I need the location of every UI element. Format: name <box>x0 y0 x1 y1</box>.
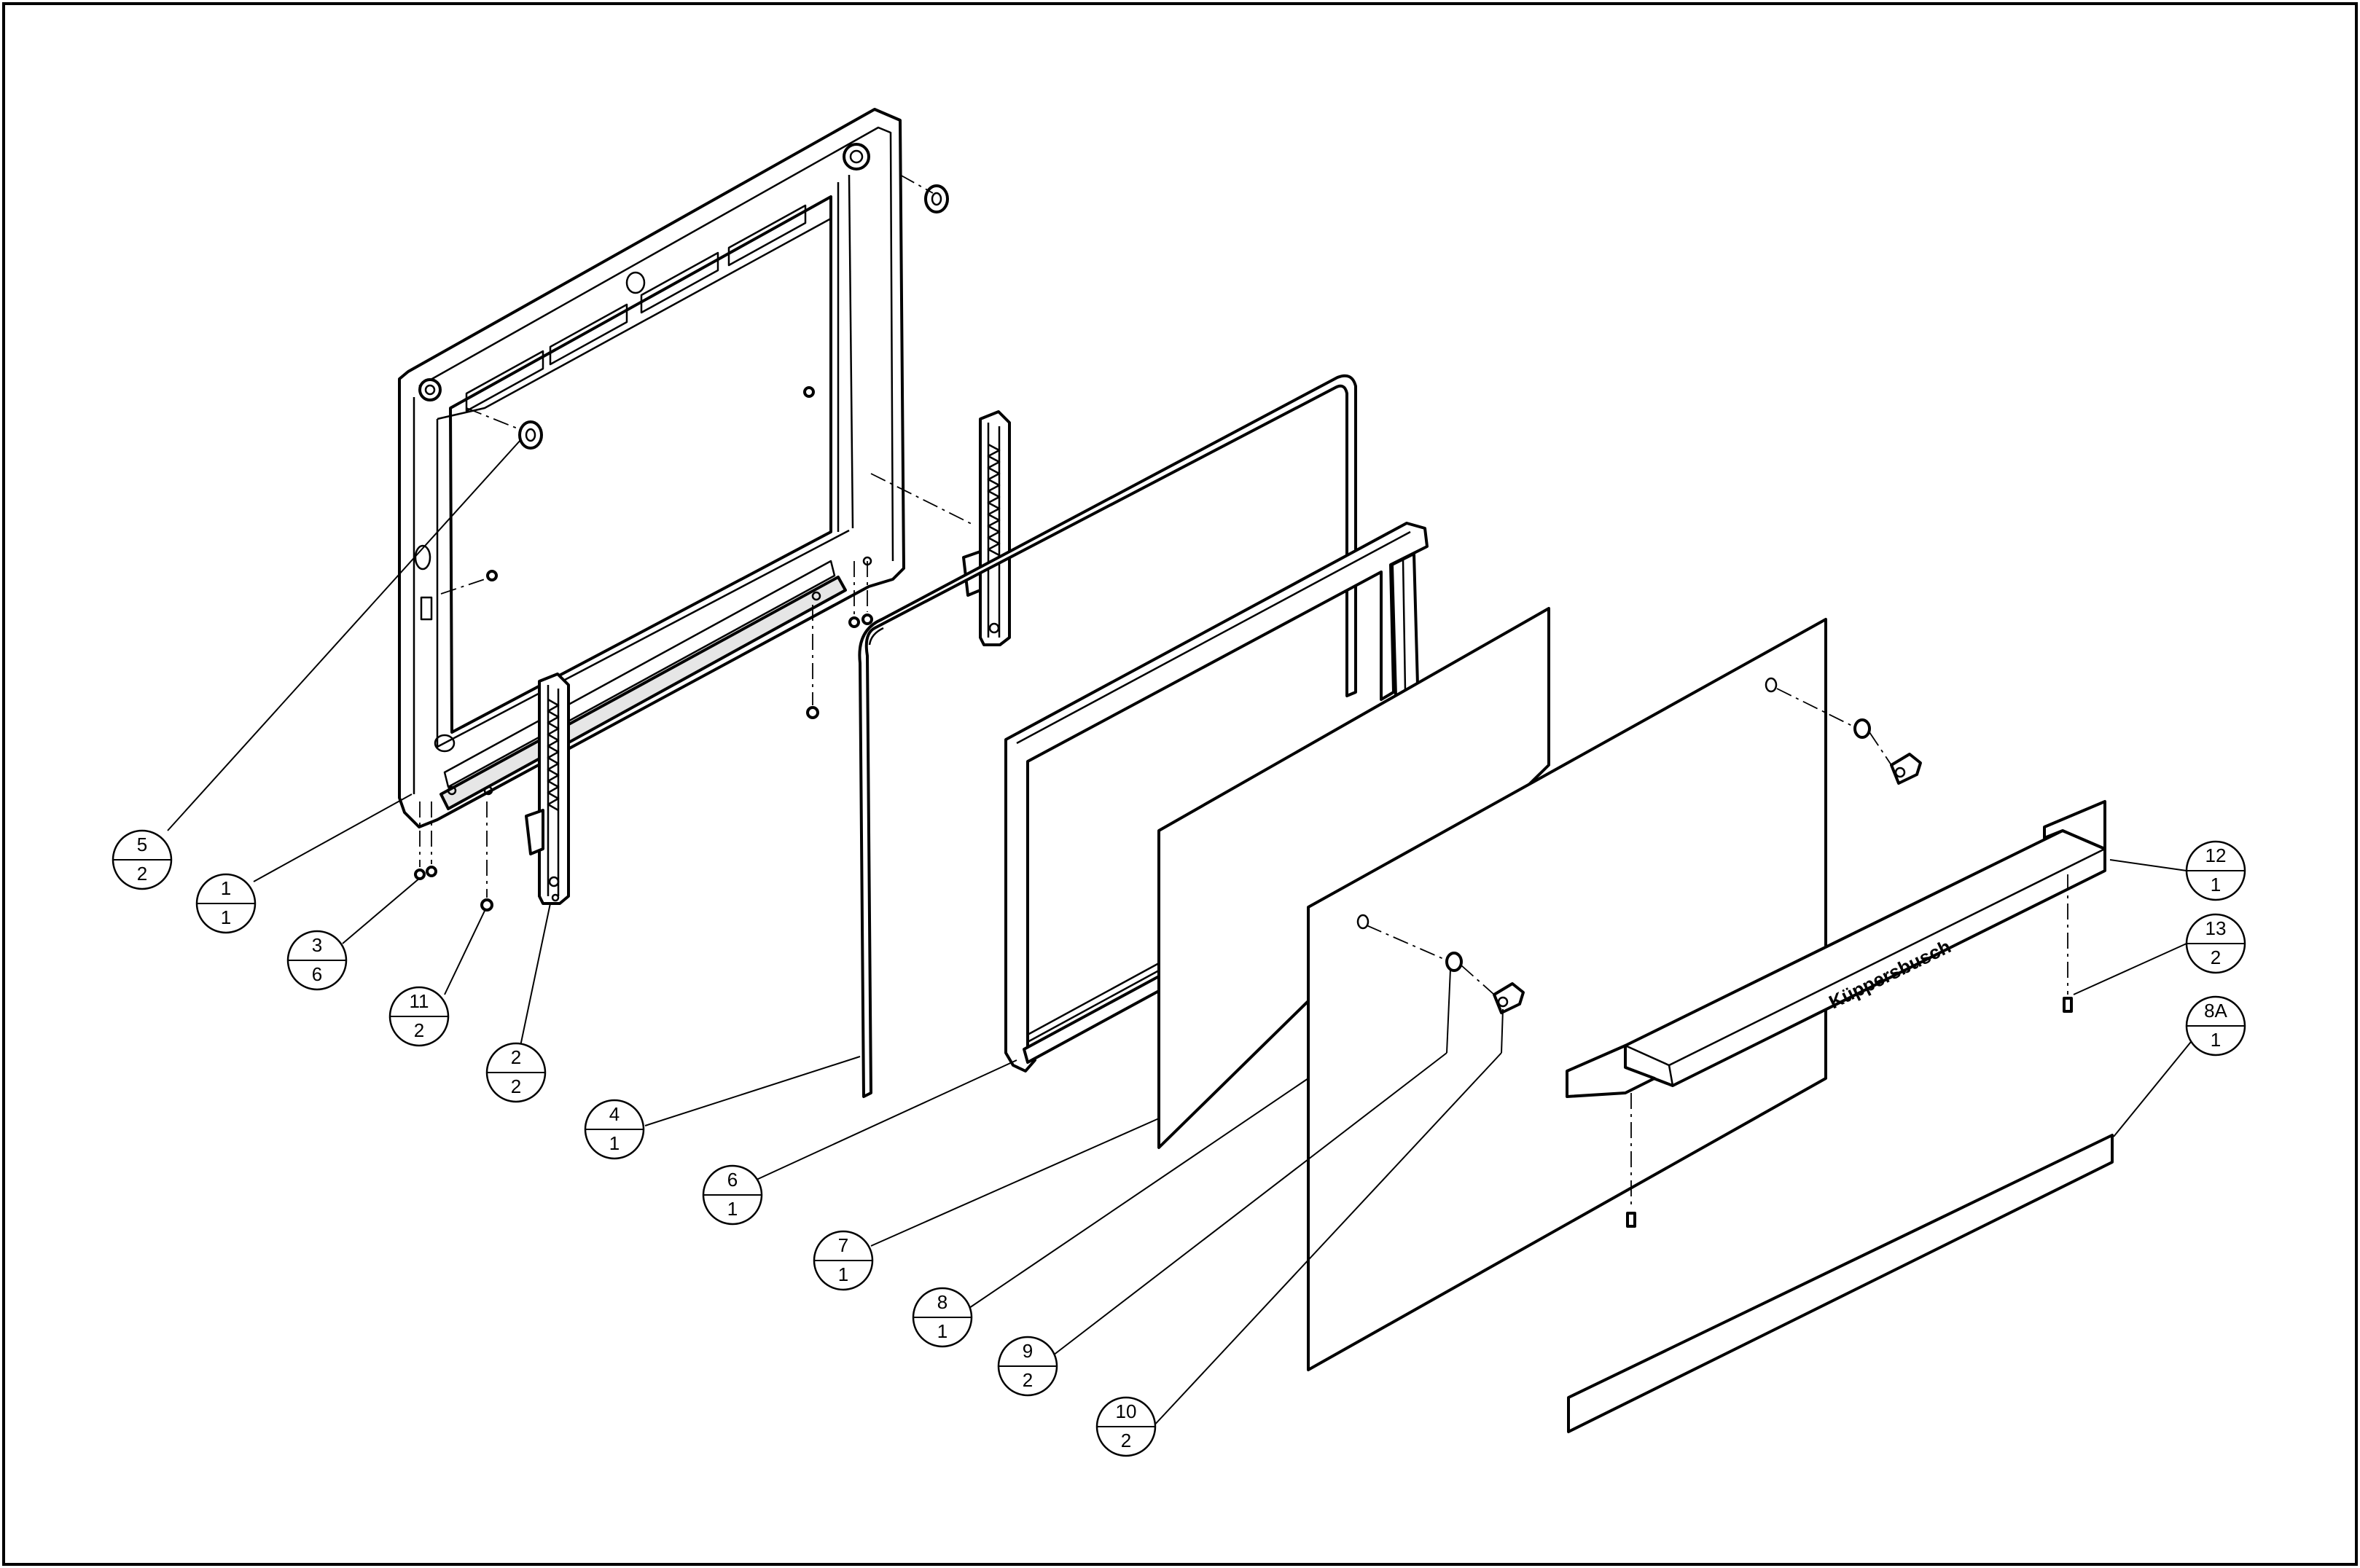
inner-glass-pane <box>1157 607 1550 1149</box>
balloon-4-id: 4 <box>609 1103 620 1125</box>
balloon-9: 9 2 <box>997 1336 1058 1397</box>
washer-part-5 <box>518 184 949 450</box>
balloon-5: 5 2 <box>112 829 173 890</box>
balloon-8a-qty: 1 <box>2211 1029 2221 1051</box>
balloon-2-qty: 2 <box>511 1075 521 1097</box>
screws-part-11 <box>480 605 819 912</box>
balloon-4: 4 1 <box>584 1099 645 1160</box>
balloon-8-id: 8 <box>937 1291 947 1313</box>
balloon-8a: 8A 1 <box>2185 995 2246 1057</box>
balloon-10-qty: 2 <box>1121 1430 1131 1451</box>
handle-pins-part-10 <box>1461 732 1922 1014</box>
balloon-13-qty: 2 <box>2211 946 2221 968</box>
hinge-left <box>525 673 570 905</box>
balloon-3: 3 6 <box>286 930 348 991</box>
balloon-4-qty: 1 <box>609 1132 620 1154</box>
balloon-6-qty: 1 <box>727 1198 738 1220</box>
balloon-1-qty: 1 <box>221 906 231 928</box>
balloon-3-id: 3 <box>312 934 322 956</box>
balloon-8-qty: 1 <box>937 1320 947 1342</box>
handle-washers-part-9 <box>1366 688 1871 972</box>
balloon-2: 2 2 <box>485 1042 547 1103</box>
balloon-5-qty: 2 <box>137 863 147 885</box>
balloon-8a-id: 8A <box>2204 1000 2227 1022</box>
balloon-11: 11 2 <box>388 986 450 1047</box>
leader-lines <box>167 439 2195 1429</box>
balloon-13: 13 2 <box>2185 913 2246 974</box>
balloon-13-id: 13 <box>2205 917 2227 939</box>
balloon-9-qty: 2 <box>1023 1369 1033 1391</box>
glass-holder-frame <box>1004 522 1429 1073</box>
balloon-12-id: 12 <box>2205 844 2227 866</box>
balloon-9-id: 9 <box>1023 1340 1033 1362</box>
screws-part-3 <box>414 561 873 880</box>
balloon-1: 1 1 <box>195 873 257 934</box>
handle-screws-part-13 <box>1626 874 2073 1228</box>
balloon-8: 8 1 <box>912 1287 973 1348</box>
balloon-7: 7 1 <box>813 1230 874 1291</box>
balloon-11-id: 11 <box>410 990 429 1012</box>
hinge-right <box>962 410 1011 646</box>
outer-glass-pane <box>1307 618 1827 1371</box>
balloon-2-id: 2 <box>511 1046 521 1068</box>
balloon-11-qty: 2 <box>414 1019 424 1041</box>
balloon-10-id: 10 <box>1116 1400 1137 1422</box>
balloon-3-qty: 6 <box>312 963 322 985</box>
balloon-6-id: 6 <box>727 1169 738 1191</box>
balloon-12-qty: 1 <box>2211 874 2221 895</box>
trim-strip <box>1567 1134 2114 1433</box>
balloon-6: 6 1 <box>702 1164 763 1226</box>
balloon-5-id: 5 <box>137 834 147 855</box>
door-gasket <box>858 374 1357 1098</box>
balloon-10: 10 2 <box>1095 1396 1157 1457</box>
balloon-12: 12 1 <box>2185 840 2246 901</box>
balloon-1-id: 1 <box>221 877 231 899</box>
inner-door-frame <box>398 108 905 828</box>
balloon-7-id: 7 <box>838 1234 848 1256</box>
balloon-7-qty: 1 <box>838 1263 848 1285</box>
